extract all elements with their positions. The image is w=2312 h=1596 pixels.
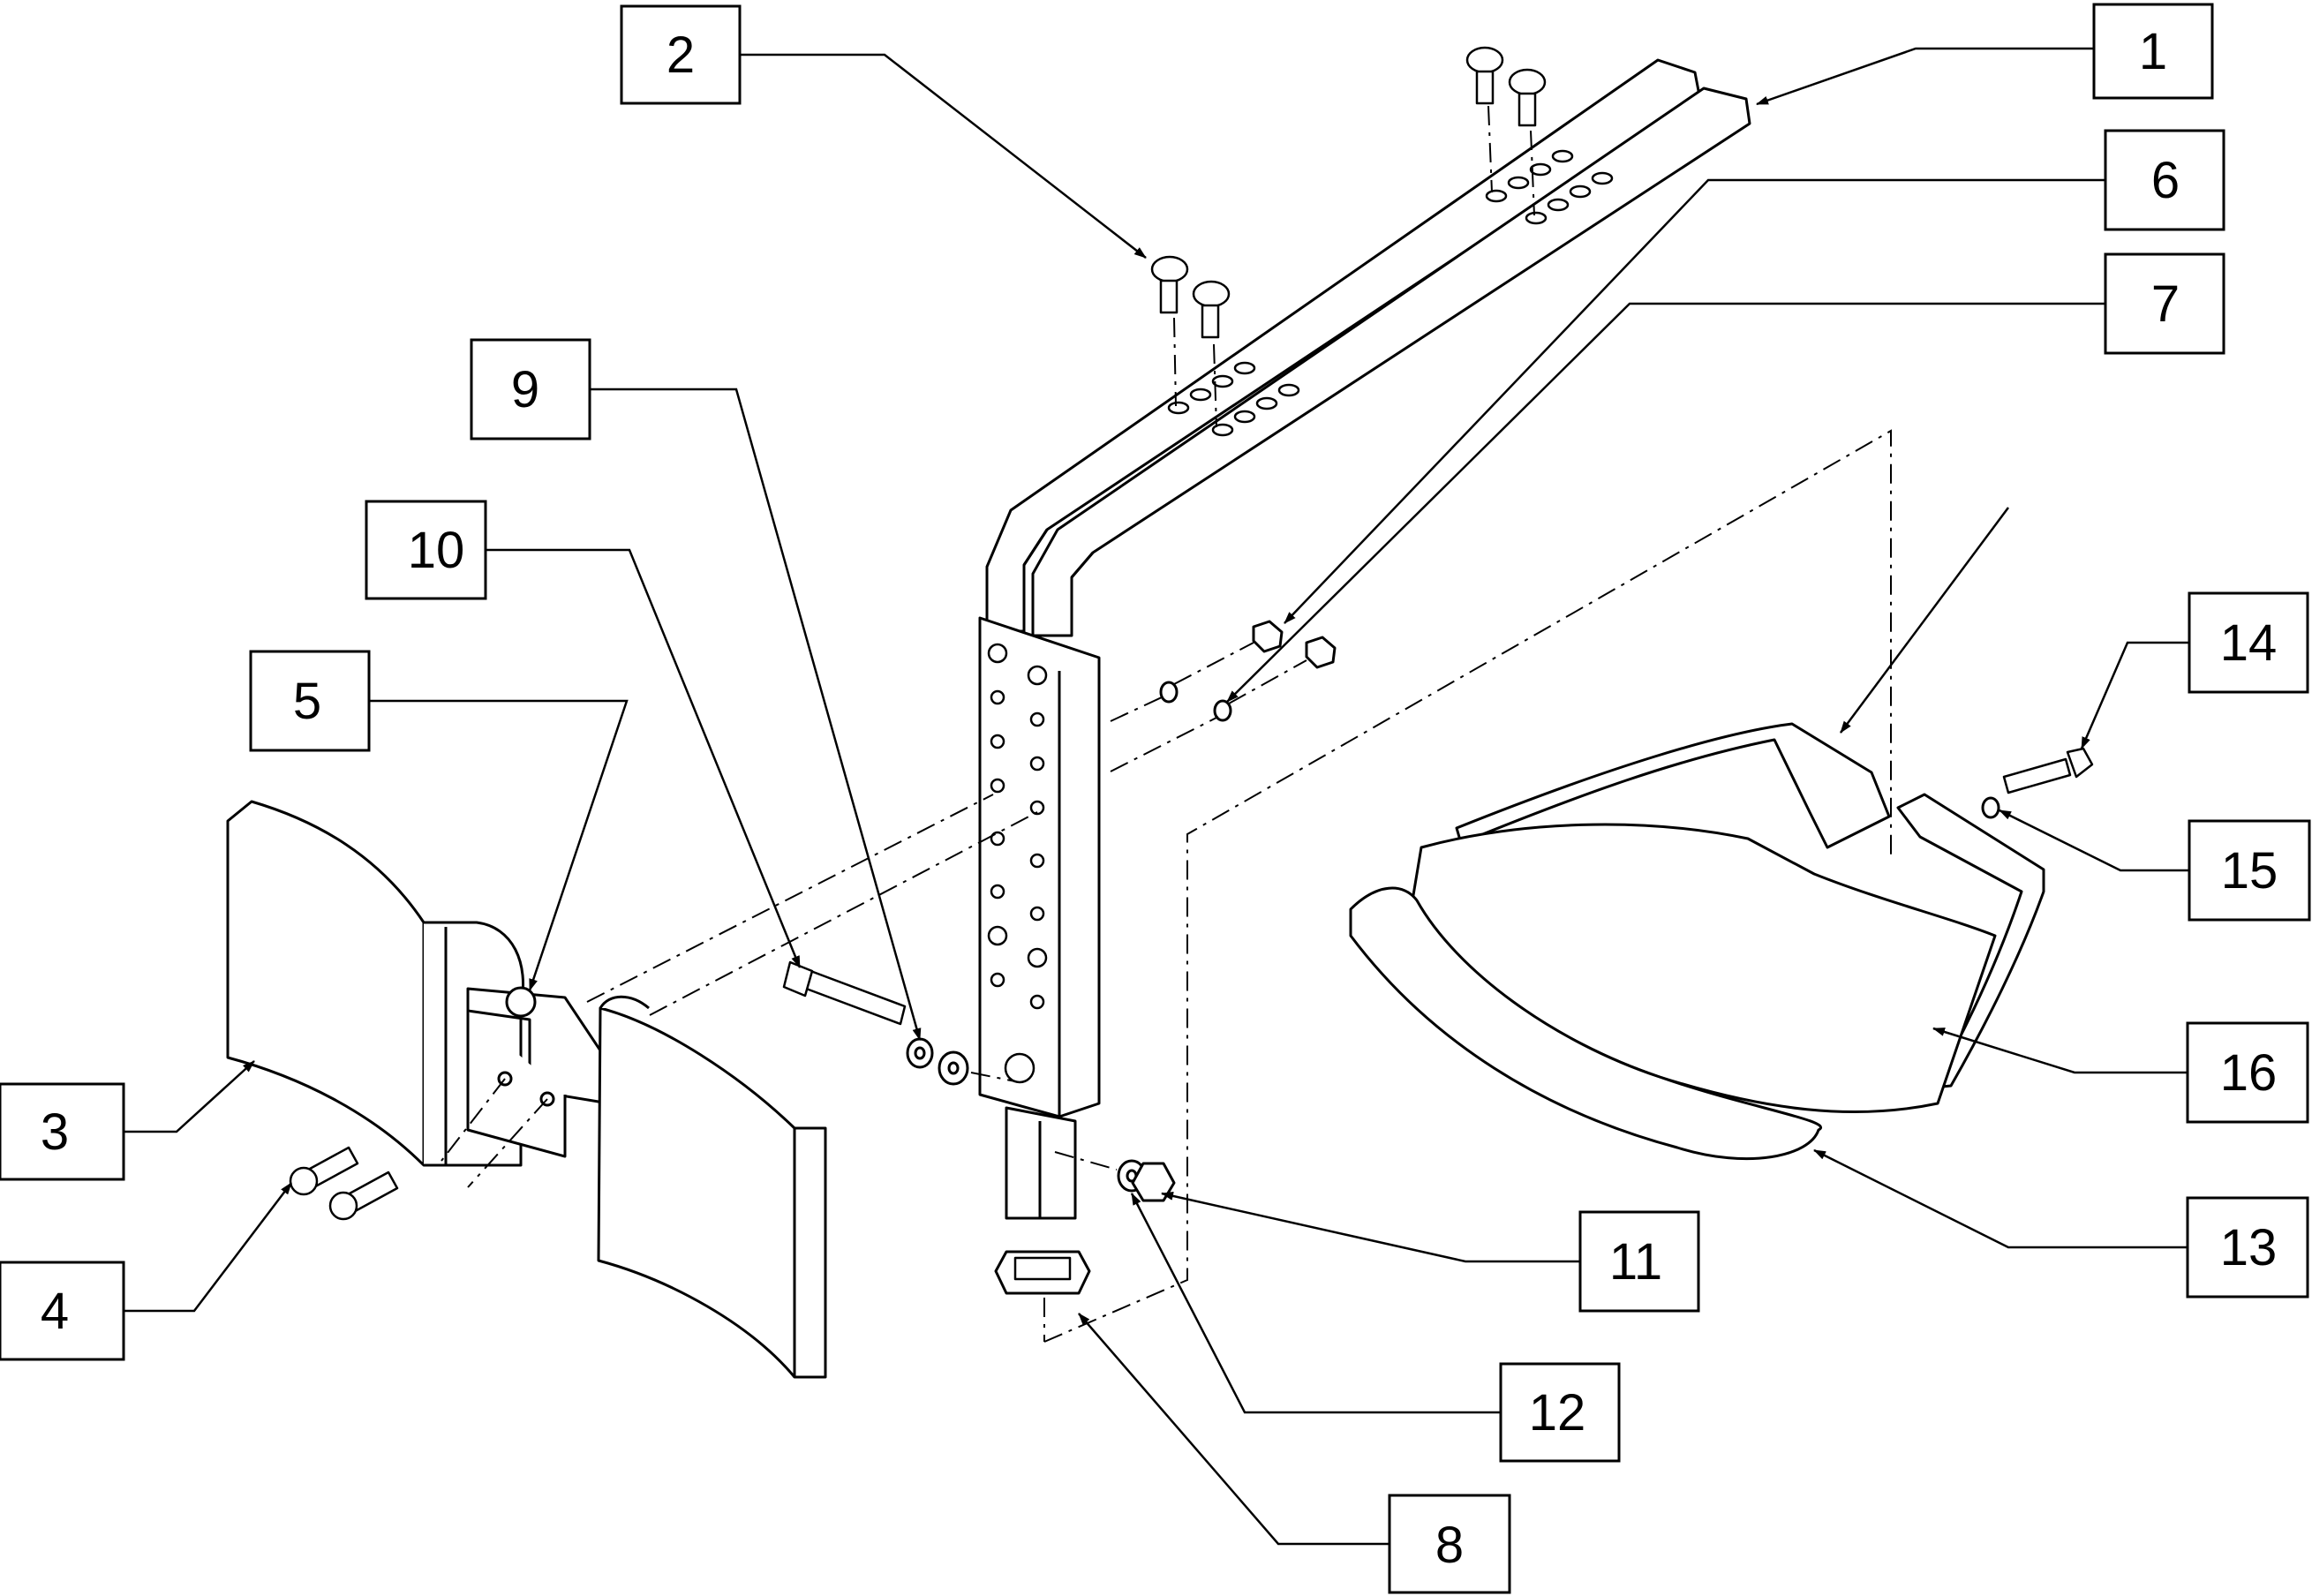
- callout-label-13: 13: [2220, 1219, 2278, 1276]
- parts-illustration: [226, 46, 2094, 1379]
- upper-nuts-and-washers: [1159, 620, 1337, 722]
- callout-15: 15: [2188, 819, 2311, 922]
- callout-10: 10: [365, 500, 487, 600]
- callout-7: 7: [2104, 252, 2225, 355]
- leader-1: [1756, 47, 2094, 106]
- lower-tube-and-cap: [994, 1106, 1091, 1295]
- leader-13: [1813, 1148, 2188, 1249]
- callout-11: 11: [1578, 1210, 1700, 1313]
- callout-9: 9: [470, 338, 591, 440]
- calf-pad-bracket: [466, 987, 611, 1105]
- callout-4: 4: [0, 1261, 125, 1361]
- leader-9: [590, 388, 922, 1041]
- callout-label-3: 3: [41, 1103, 69, 1161]
- callout-label-1: 1: [2139, 23, 2167, 80]
- callout-1: 1: [2092, 3, 2214, 100]
- callout-boxes: 1 2 3 4 5 6 7 8: [0, 3, 2311, 1594]
- channel-holes: [987, 643, 1048, 1084]
- footplate-bolt: [2002, 757, 2072, 794]
- callout-label-14: 14: [2220, 614, 2278, 672]
- pivot-washers: [906, 1037, 969, 1086]
- callout-label-16: 16: [2220, 1044, 2278, 1102]
- hanger-screws: [1150, 46, 1547, 339]
- pivot-bolt: [782, 960, 907, 1026]
- callout-label-12: 12: [1529, 1384, 1586, 1442]
- leader-2: [740, 53, 1147, 259]
- callout-3: 3: [0, 1082, 125, 1181]
- callout-6: 6: [2104, 129, 2225, 231]
- leader-3: [124, 1060, 255, 1133]
- leader-10: [486, 548, 802, 968]
- hanger-holes: [1167, 149, 1614, 437]
- leader-6: [1284, 178, 2105, 624]
- callout-8: 8: [1388, 1494, 1511, 1594]
- end-cap: [994, 1250, 1091, 1295]
- footplate-bracket: [1455, 722, 1891, 849]
- leader-15: [1999, 809, 2189, 872]
- callout-16: 16: [2186, 1021, 2309, 1124]
- callout-label-11: 11: [1609, 1233, 1662, 1291]
- calf-pad-left: [226, 800, 425, 1167]
- callout-14: 14: [2188, 591, 2309, 694]
- callout-label-9: 9: [511, 361, 539, 418]
- callout-label-4: 4: [41, 1283, 69, 1340]
- leader-14: [2080, 641, 2189, 749]
- callout-label-8: 8: [1435, 1517, 1464, 1574]
- leader-12: [1130, 1193, 1501, 1414]
- leader-7: [1226, 302, 2105, 703]
- callout-label-10: 10: [408, 522, 465, 579]
- leader-4: [124, 1182, 292, 1313]
- callout-label-5: 5: [293, 673, 321, 730]
- leader-16-bracket: [1839, 507, 2010, 734]
- footplate-rim: [1349, 886, 1822, 1161]
- leader-16: [1932, 1027, 2188, 1074]
- hanger-bar: [978, 58, 1751, 1118]
- calf-pad-right: [597, 1006, 827, 1379]
- callout-label-15: 15: [2221, 842, 2278, 900]
- callout-2: 2: [620, 4, 742, 105]
- lower-nut-and-washer: [1117, 1159, 1176, 1202]
- callout-12: 12: [1499, 1362, 1621, 1463]
- callout-5: 5: [249, 650, 371, 752]
- callout-label-6: 6: [2151, 152, 2180, 209]
- assembly-guides: [441, 105, 1892, 1343]
- footplate-washer: [1981, 796, 2000, 819]
- hanger-tube-back: [985, 58, 1701, 633]
- callout-label-7: 7: [2151, 275, 2180, 333]
- pad-screws: [289, 1146, 399, 1221]
- callout-leaders: [124, 47, 2189, 1546]
- callout-13: 13: [2186, 1196, 2309, 1299]
- leader-11: [1161, 1191, 1580, 1263]
- leader-5: [369, 699, 629, 991]
- callout-label-2: 2: [666, 26, 695, 84]
- leader-8: [1078, 1313, 1389, 1546]
- hanger-tube-front: [1031, 87, 1751, 637]
